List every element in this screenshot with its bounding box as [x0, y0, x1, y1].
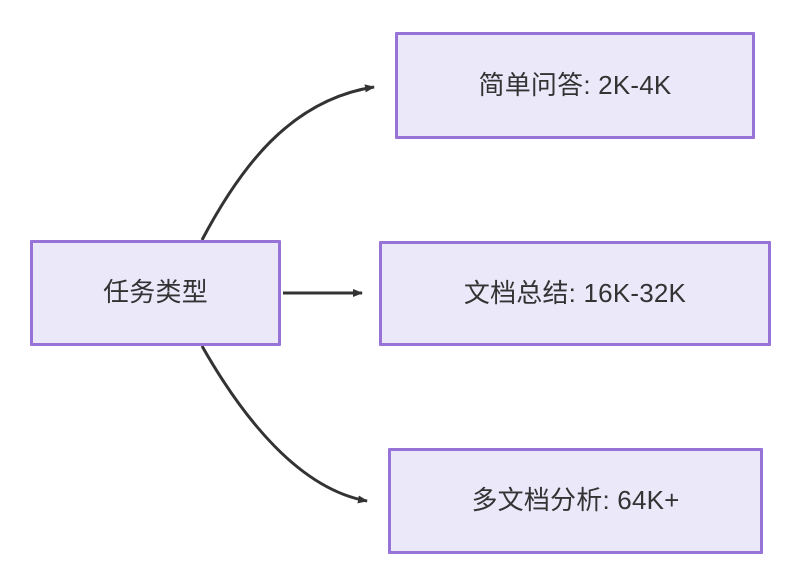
node-label: 任务类型 [103, 277, 208, 308]
edge-source-to-multidoc [200, 345, 368, 504]
node-document-summary[interactable]: 文档总结: 16K-32K [379, 241, 771, 346]
edge-source-to-simple [200, 84, 375, 241]
node-label: 简单问答: 2K-4K [478, 69, 672, 100]
node-task-type[interactable]: 任务类型 [30, 240, 281, 346]
node-label: 多文档分析: 64K+ [471, 485, 680, 516]
node-multi-document-analysis[interactable]: 多文档分析: 64K+ [388, 448, 763, 554]
node-label: 文档总结: 16K-32K [463, 277, 687, 308]
node-simple-qa[interactable]: 简单问答: 2K-4K [395, 32, 755, 139]
